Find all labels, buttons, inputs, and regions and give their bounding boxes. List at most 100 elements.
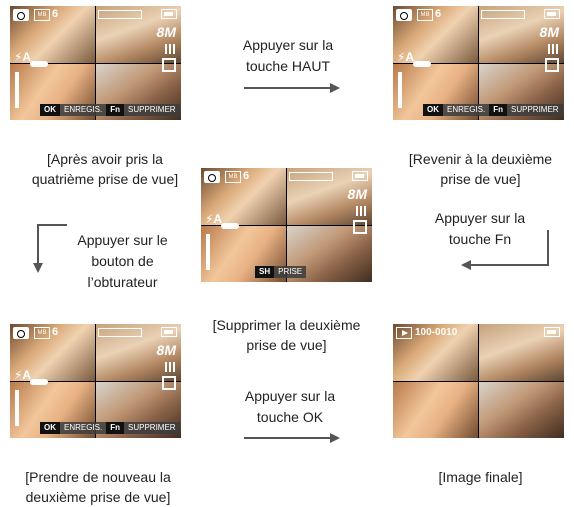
progress-bar — [98, 328, 142, 337]
level-bar — [206, 234, 210, 270]
memory-icon: MB — [225, 171, 241, 183]
caption-retake-second-shot: [Prendre de nouveau la deuxième prise de… — [8, 467, 188, 507]
resolution-indicator: 8M — [347, 186, 367, 202]
battery-icon — [544, 9, 560, 19]
battery-icon — [352, 171, 368, 181]
progress-bar — [98, 10, 142, 19]
caption-line: [Après avoir pris la — [47, 151, 163, 167]
photo-4 — [479, 382, 564, 438]
caption-after-fourth-shot: [Après avoir pris la quatrième prise de … — [10, 149, 200, 189]
instruction-line: Appuyer sur la — [242, 37, 334, 53]
key-guide: SH PRISE — [255, 266, 307, 278]
frame-icon — [353, 220, 367, 234]
battery-icon — [161, 9, 177, 19]
ok-key-label: ENREGIS. — [64, 423, 103, 432]
sh-key: SH — [255, 266, 275, 278]
ok-key-label: ENREGIS. — [447, 105, 486, 114]
quality-icon — [356, 206, 366, 216]
resolution-indicator: 8M — [539, 24, 559, 40]
shot-count: 6 — [52, 326, 59, 338]
instruction-line: Appuyer sur le — [77, 232, 168, 248]
flash-auto-icon: ⚡A — [205, 212, 223, 226]
caption-line: [Prendre de nouveau la — [25, 469, 171, 485]
quality-icon — [165, 362, 175, 372]
key-guide: OK ENREGIS. Fn SUPPRIMER — [40, 104, 180, 116]
caption-line: prise de vue] — [246, 337, 327, 353]
fn-key-label: SUPPRIMER — [128, 423, 176, 432]
shot-count: 6 — [243, 170, 250, 182]
ok-key: OK — [40, 104, 60, 116]
flash-auto-icon: ⚡A — [14, 368, 32, 382]
memory-icon: MB — [417, 9, 433, 21]
quality-icon — [548, 44, 558, 54]
fn-key-label: SUPPRIMER — [511, 105, 559, 114]
af-frame-icon — [221, 223, 239, 229]
progress-bar — [481, 10, 525, 19]
key-guide: OK ENREGIS. Fn SUPPRIMER — [40, 422, 180, 434]
af-frame-icon — [413, 61, 431, 67]
screen-retake-second-shot: MB 6 8M ⚡A OK ENREGIS. Fn SUPPRIMER — [10, 324, 181, 438]
ok-key: OK — [423, 104, 443, 116]
playback-mode-icon — [396, 327, 412, 339]
level-bar — [15, 390, 19, 426]
camera-mode-icon — [204, 171, 220, 183]
resolution-indicator: 8M — [156, 342, 176, 358]
camera-mode-icon — [13, 327, 29, 339]
frame-icon — [545, 58, 559, 72]
photo-grid — [393, 324, 564, 438]
caption-final-image: [Image finale] — [393, 467, 568, 487]
frame-icon — [162, 376, 176, 390]
flash-auto-icon: ⚡A — [14, 50, 32, 64]
photo-3 — [393, 382, 478, 438]
instruction-press-up: Appuyer sur la touche HAUT — [218, 35, 358, 77]
instruction-press-ok: Appuyer sur la touche OK — [220, 386, 360, 428]
screen-final-image: 100-0010 — [393, 324, 564, 438]
fn-key: Fn — [489, 104, 508, 116]
resolution-indicator: 8M — [156, 24, 176, 40]
battery-icon — [544, 327, 560, 337]
flash-auto-icon: ⚡A — [397, 50, 415, 64]
screen-back-to-second-shot: MB 6 8M ⚡A OK ENREGIS. Fn SUPPRIMER — [393, 6, 564, 120]
fn-key: Fn — [106, 422, 125, 434]
fn-key-label: SUPPRIMER — [128, 105, 176, 114]
screen-after-fourth-shot: MB 6 8M ⚡A OK ENREGIS. Fn SUPPRIMER — [10, 6, 181, 120]
memory-icon: MB — [34, 9, 50, 21]
caption-back-to-second-shot: [Revenir à la deuxième prise de vue] — [393, 149, 568, 189]
instruction-line: touche HAUT — [245, 58, 331, 74]
memory-icon: MB — [34, 327, 50, 339]
instruction-press-fn: Appuyer sur la touche Fn — [415, 208, 545, 250]
instruction-line: touche Fn — [448, 231, 512, 247]
camera-mode-icon — [396, 9, 412, 21]
photo-grid — [201, 168, 372, 282]
instruction-press-shutter: Appuyer sur le bouton de l’obturateur — [55, 230, 190, 293]
frame-icon — [162, 58, 176, 72]
shot-count: 6 — [435, 8, 442, 20]
ok-key-label: ENREGIS. — [64, 105, 103, 114]
instruction-line: bouton de — [91, 253, 154, 269]
af-frame-icon — [30, 61, 48, 67]
shot-count: 6 — [52, 8, 59, 20]
ok-key: OK — [40, 422, 60, 434]
key-guide: OK ENREGIS. Fn SUPPRIMER — [423, 104, 563, 116]
fn-key: Fn — [106, 104, 125, 116]
caption-line: deuxième prise de vue] — [25, 489, 171, 505]
sh-key-label: PRISE — [278, 267, 303, 276]
progress-bar — [289, 172, 333, 181]
battery-icon — [161, 327, 177, 337]
caption-line: [Supprimer la deuxième — [212, 317, 361, 333]
level-bar — [398, 72, 402, 108]
instruction-line: Appuyer sur la — [244, 388, 336, 404]
af-frame-icon — [30, 379, 48, 385]
file-number: 100-0010 — [415, 327, 458, 338]
caption-line: [Image finale] — [438, 469, 523, 485]
quality-icon — [165, 44, 175, 54]
caption-delete-second-shot: [Supprimer la deuxième prise de vue] — [196, 315, 377, 355]
screen-delete-second-shot: MB 6 8M ⚡A SH PRISE — [201, 168, 372, 282]
camera-mode-icon — [13, 9, 29, 21]
caption-line: [Revenir à la deuxième — [408, 151, 553, 167]
level-bar — [15, 72, 19, 108]
caption-line: prise de vue] — [440, 171, 521, 187]
caption-line: quatrième prise de vue] — [31, 171, 179, 187]
instruction-line: touche OK — [256, 409, 324, 425]
instruction-line: Appuyer sur la — [434, 210, 526, 226]
